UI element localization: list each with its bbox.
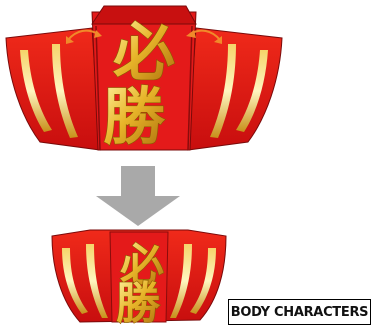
left-wing-panel [5,27,101,151]
kanji-bottom-character-folded: 勝 [116,278,161,329]
down-arrow-icon [96,166,180,226]
fold-arrow-left [66,29,102,44]
kanji-top-character-folded: 必 [120,240,164,291]
folded-body: 必 勝 [51,229,227,330]
gold-stripe [52,44,78,138]
unfolded-body: 必 勝 [5,5,283,154]
gold-stripe [210,44,236,138]
fold-line [187,25,193,151]
gold-stripe [236,50,268,132]
fold-line [95,25,101,151]
body-characters-label: BODY CHARACTERS [228,299,371,325]
gold-stripe [86,244,108,318]
gold-stripe [190,248,216,314]
gold-stripe [170,244,192,318]
gold-stripe [62,248,88,314]
fold-arrow-right [186,29,222,44]
gold-stripe [20,50,52,132]
kanji-bottom-character: 勝 [103,80,166,153]
folded-center-panel [109,231,169,323]
center-top-flap [91,5,197,25]
kanji-top-character: 必 [113,16,175,89]
right-wing-panel [187,27,283,151]
